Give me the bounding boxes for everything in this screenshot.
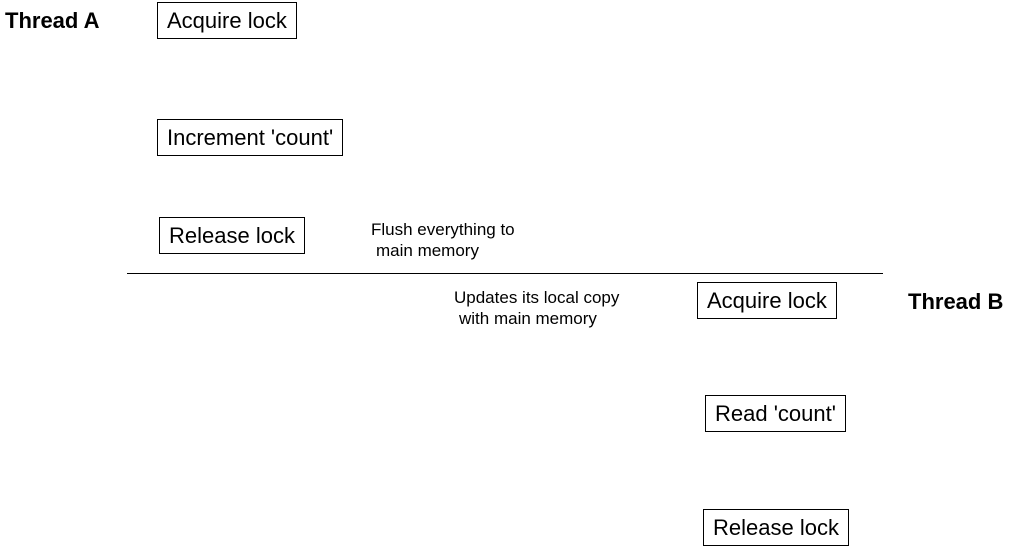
thread-a-flush-note-line1: Flush everything to <box>371 220 515 239</box>
thread-b-update-note-line1: Updates its local copy <box>454 288 620 307</box>
thread-a-flush-note-line2: main memory <box>376 241 479 260</box>
thread-a-label: Thread A <box>5 8 100 33</box>
thread-a-step-release-lock: Release lock <box>159 217 305 254</box>
thread-a-flush-note: Flush everything to main memory <box>371 219 515 261</box>
thread-b-step-release-lock: Release lock <box>703 509 849 546</box>
thread-a-step-acquire-lock: Acquire lock <box>157 2 297 39</box>
thread-b-update-note: Updates its local copy with main memory <box>454 287 619 329</box>
thread-b-update-note-line2: with main memory <box>459 309 597 328</box>
thread-a-step-increment-count: Increment 'count' <box>157 119 344 156</box>
thread-b-step-acquire-lock: Acquire lock <box>697 282 837 319</box>
thread-divider <box>127 273 883 274</box>
thread-b-label: Thread B <box>908 289 1004 314</box>
thread-b-step-read-count: Read 'count' <box>705 395 846 432</box>
